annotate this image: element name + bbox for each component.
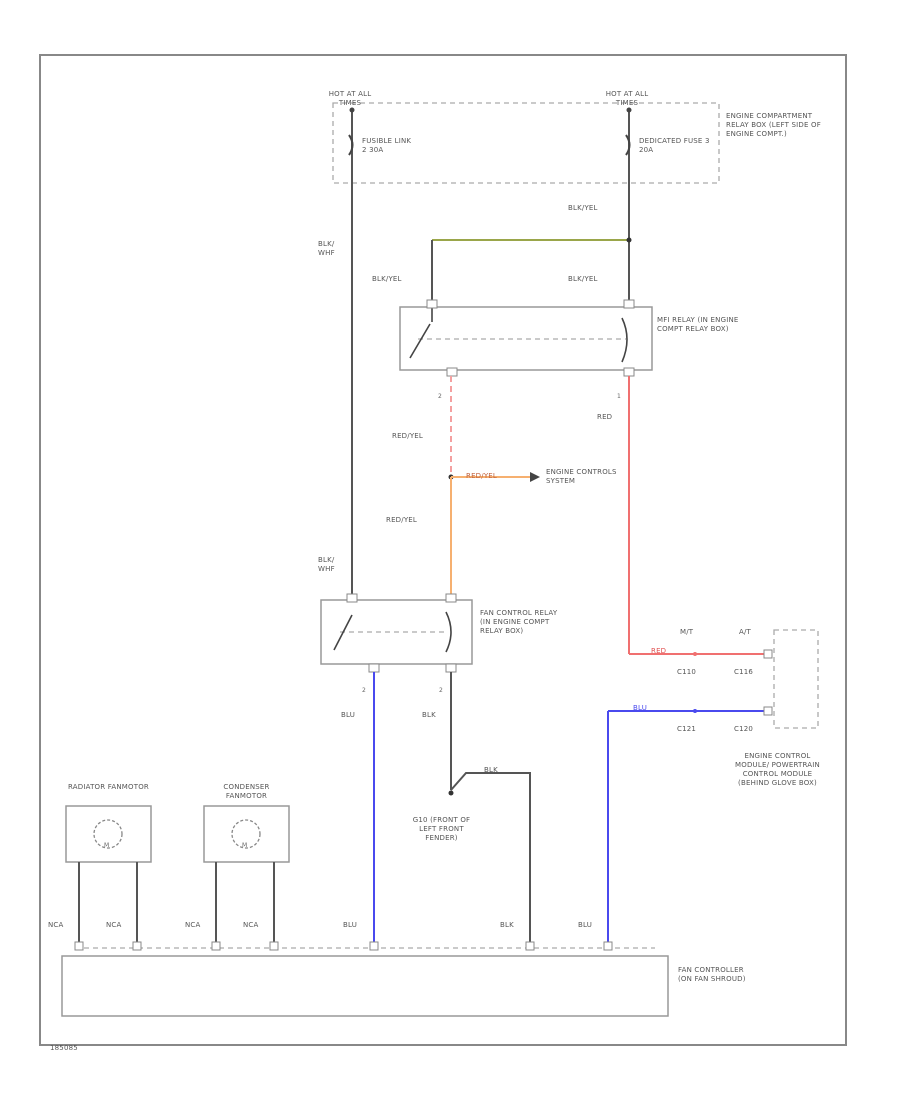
wire-red-label: RED [597,413,613,421]
fan-controller-label: FAN CONTROLLER (ON FAN SHROUD) [678,966,746,983]
ecm-pin-c116: C116 [734,668,754,676]
fan-pin-2b: 2 [439,687,443,694]
wire-blk-whf-top: BLK/ WHF [318,240,335,257]
mfi-relay-label: MFI RELAY (IN ENGINE COMPT RELAY BOX) [657,316,739,333]
fusible-link-symbol [348,134,354,156]
wire-blk-yel-left: BLK/YEL [372,275,402,283]
wire-blk-yel-top: BLK/YEL [568,204,598,212]
ecm-connector [773,629,819,729]
condenser-fan-label: CONDENSER FANMOTOR [223,783,270,800]
ecm-pin-at: A/T [739,628,752,636]
ecm-pin-c110: C110 [677,668,697,676]
wire-red-ecm: RED [651,647,667,655]
wire-blk-controller: BLK [500,921,514,929]
diagram-border [39,54,847,1046]
radiator-fan-label: RADIATOR FANMOTOR [68,783,149,791]
wire-nca-1: NCA [48,921,64,929]
fan-controller-box [61,955,669,1017]
relay-box-label: ENGINE COMPARTMENT RELAY BOX (LEFT SIDE … [726,112,821,138]
wire-blk-ground: BLK [484,766,498,774]
fan-pin-2a: 2 [362,687,366,694]
wire-nca-4: NCA [243,921,259,929]
wire-blk-yel-right: BLK/YEL [568,275,598,283]
ecm-label: ENGINE CONTROL MODULE/ POWERTRAIN CONTRO… [735,752,820,787]
ecm-pin-mt: M/T [680,628,694,636]
mfi-pin-2: 2 [438,393,442,400]
wire-blk-relay: BLK [422,711,436,719]
condenser-fan-box [203,805,290,863]
mfi-pin-1: 1 [617,393,621,400]
fusible-link-label: FUSIBLE LINK 2 30A [362,137,412,154]
wire-blu-controller-right: BLU [578,921,593,929]
engine-controls-label: ENGINE CONTROLS SYSTEM [546,468,617,485]
mfi-relay-box [399,306,653,371]
fan-relay-label: FAN CONTROL RELAY (IN ENGINE COMPT RELAY… [480,609,558,635]
wire-nca-2: NCA [106,921,122,929]
wire-blu-controller-left: BLU [343,921,358,929]
ground-label: G10 (FRONT OF LEFT FRONT FENDER) [412,816,471,842]
wire-blu-relay: BLU [341,711,356,719]
wire-blk-whf-bottom: BLK/ WHF [318,556,335,573]
wire-red-yel-lower: RED/YEL [386,516,418,524]
footer-code: 185085 [50,1044,78,1052]
fuse-symbol [625,134,631,156]
radiator-motor-label: M [104,842,109,849]
left-source-label: HOT AT ALL TIMES [328,90,372,107]
radiator-fan-box [65,805,152,863]
wire-nca-3: NCA [185,921,201,929]
condenser-motor-label: M [242,842,247,849]
wire-blu-ecm: BLU [633,704,648,712]
ecm-pin-c121: C121 [677,725,697,733]
ecm-pin-c120: C120 [734,725,754,733]
wire-red-yel-branch: RED/YEL [466,472,498,480]
wire-red-yel-upper: RED/YEL [392,432,424,440]
dedicated-fuse-label: DEDICATED FUSE 3 20A [639,137,710,154]
right-source-label: HOT AT ALL TIMES [605,90,649,107]
relay-box-outline [332,102,720,184]
fan-relay-box [320,599,473,665]
